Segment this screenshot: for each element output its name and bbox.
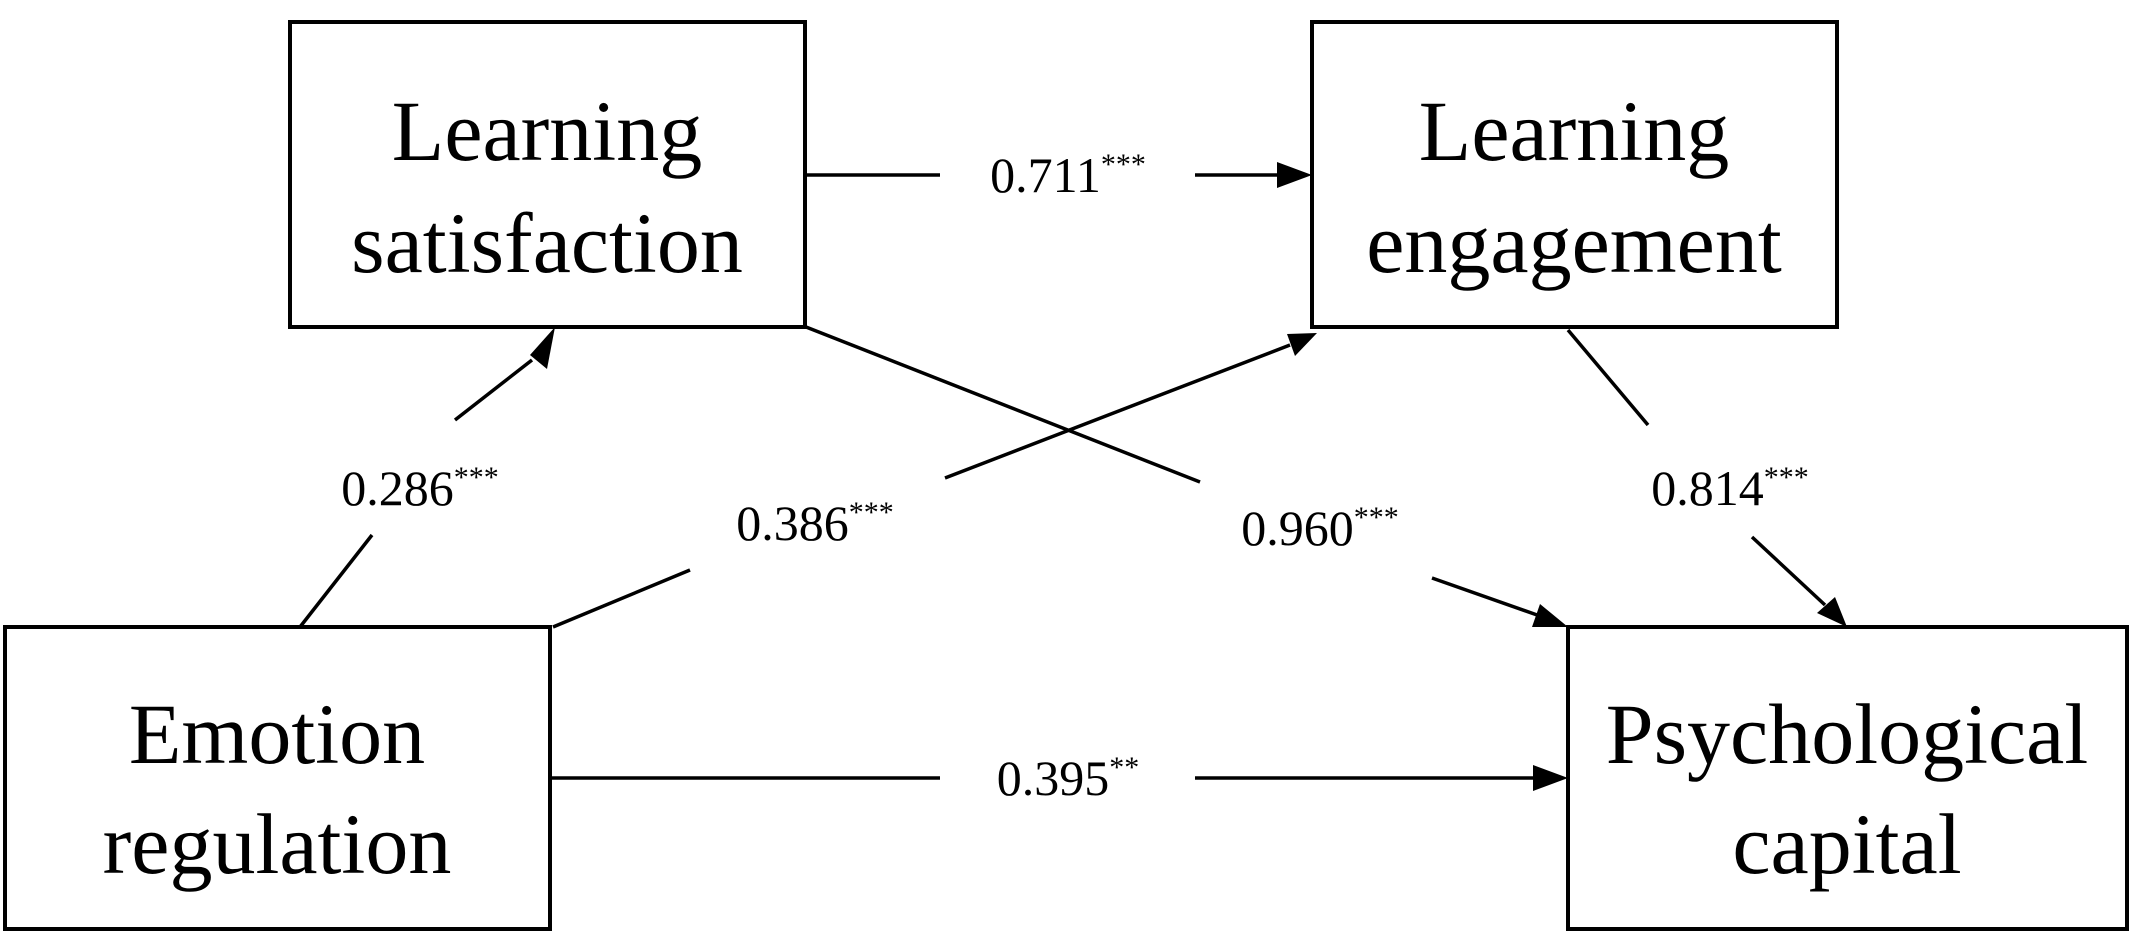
path-coefficient: 0.711*** <box>990 147 1146 203</box>
node-label-line1: Learning <box>1419 83 1729 179</box>
path-line <box>1431 576 1541 618</box>
node-learning-engagement: Learning engagement <box>1310 20 1839 329</box>
path-emotion-to-satisfaction: 0.286*** <box>298 327 555 629</box>
node-box <box>1310 20 1839 329</box>
node-box <box>288 20 807 329</box>
path-engagement-to-capital: 0.814*** <box>1566 328 1847 627</box>
path-emotion-to-capital: 0.395** <box>550 750 1568 806</box>
arrowhead <box>1533 765 1568 791</box>
arrowhead <box>1532 604 1568 627</box>
node-label-line2: satisfaction <box>351 195 743 291</box>
path-line <box>1566 328 1650 427</box>
arrowhead <box>1817 597 1847 627</box>
significance-stars: *** <box>1764 461 1809 494</box>
significance-stars: *** <box>1354 501 1399 534</box>
node-label-line1: Emotion <box>129 686 425 782</box>
node-label-line1: Learning <box>392 83 702 179</box>
node-label-line2: capital <box>1732 796 1961 892</box>
path-coefficient: 0.814*** <box>1651 460 1809 516</box>
node-psychological-capital: Psychological capital <box>1566 625 2129 931</box>
coefficient-value: 0.386 <box>736 495 849 551</box>
path-line <box>805 325 1201 484</box>
node-label-line2: regulation <box>103 796 452 892</box>
coefficient-value: 0.960 <box>1241 500 1354 556</box>
node-box <box>1566 625 2129 931</box>
path-emotion-to-engagement: 0.386*** <box>552 333 1317 629</box>
significance-stars: ** <box>1109 751 1139 784</box>
significance-stars: *** <box>1101 148 1146 181</box>
significance-stars: *** <box>454 461 499 494</box>
arrowhead <box>1287 333 1317 356</box>
node-box <box>3 625 552 931</box>
path-coefficient: 0.286*** <box>341 460 499 516</box>
arrowhead <box>530 327 555 369</box>
coefficient-value: 0.395 <box>997 750 1110 806</box>
path-line <box>453 358 534 422</box>
coefficient-value: 0.814 <box>1651 460 1764 516</box>
arrowhead <box>1277 162 1312 188</box>
coefficient-value: 0.711 <box>990 147 1101 203</box>
path-line <box>552 568 691 629</box>
path-line <box>944 343 1291 480</box>
path-coefficient: 0.960*** <box>1241 500 1399 556</box>
path-line <box>298 533 374 629</box>
node-label-line1: Psychological <box>1606 686 2089 782</box>
node-label-line2: engagement <box>1366 195 1782 291</box>
path-coefficient: 0.386*** <box>736 495 894 551</box>
coefficient-value: 0.286 <box>341 460 454 516</box>
node-emotion-regulation: Emotion regulation <box>3 625 552 931</box>
path-satisfaction-to-engagement: 0.711*** <box>806 147 1312 203</box>
path-satisfaction-to-capital: 0.960*** <box>805 325 1568 627</box>
node-learning-satisfaction: Learning satisfaction <box>288 20 807 329</box>
significance-stars: *** <box>849 496 894 529</box>
path-line <box>1750 535 1827 607</box>
path-coefficient: 0.395** <box>997 750 1140 806</box>
